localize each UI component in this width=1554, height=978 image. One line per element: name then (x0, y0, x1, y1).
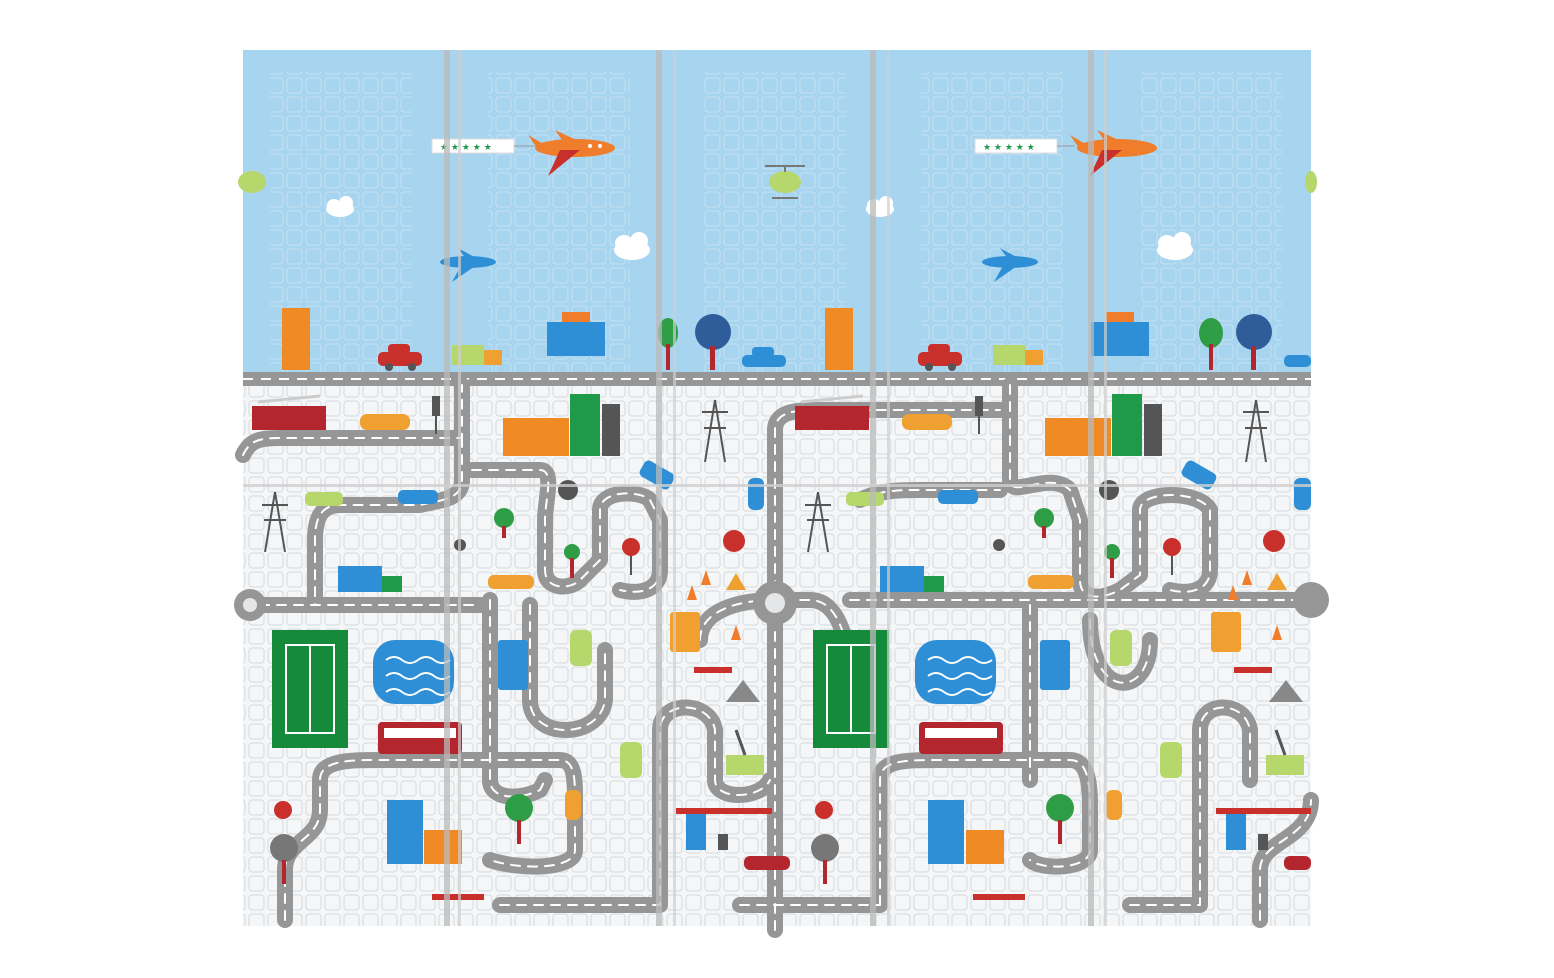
fire-truck-icon (252, 394, 869, 430)
taxi-icon (360, 414, 1074, 589)
road-network (235, 377, 1319, 938)
excavator-icon (726, 729, 1304, 775)
main-street (243, 372, 1311, 386)
gas-station-icon (676, 808, 1311, 850)
building-icon (387, 394, 1162, 864)
building-icon (282, 308, 1149, 370)
swimming-pool-icon (373, 640, 996, 704)
no-entry-sign-icon (274, 480, 1285, 819)
warning-sign-icon (726, 573, 1303, 702)
car-icon (378, 344, 1311, 371)
soccer-field-icon (272, 630, 889, 748)
panel-fold-lines (243, 50, 1311, 926)
tree-icon (658, 314, 1272, 370)
svg-text:★ ★ ★ ★ ★: ★ ★ ★ ★ ★ (440, 143, 492, 153)
helicopter-icon (238, 165, 1317, 199)
truck-icon (338, 345, 1043, 592)
traffic-cone-icon (687, 570, 1282, 640)
airplane-icon (440, 248, 1038, 282)
banner-plane-icon: ★ ★ ★ ★ ★ ★ ★ ★ ★ ★ (431, 130, 1157, 176)
power-pylon-icon (262, 399, 1269, 553)
svg-text:★ ★ ★ ★ ★: ★ ★ ★ ★ ★ (983, 143, 1035, 153)
traffic-light-icon (432, 396, 983, 434)
bus-icon (378, 722, 1003, 754)
tree-icon (270, 508, 1120, 884)
roundabout-icon (234, 581, 1329, 625)
